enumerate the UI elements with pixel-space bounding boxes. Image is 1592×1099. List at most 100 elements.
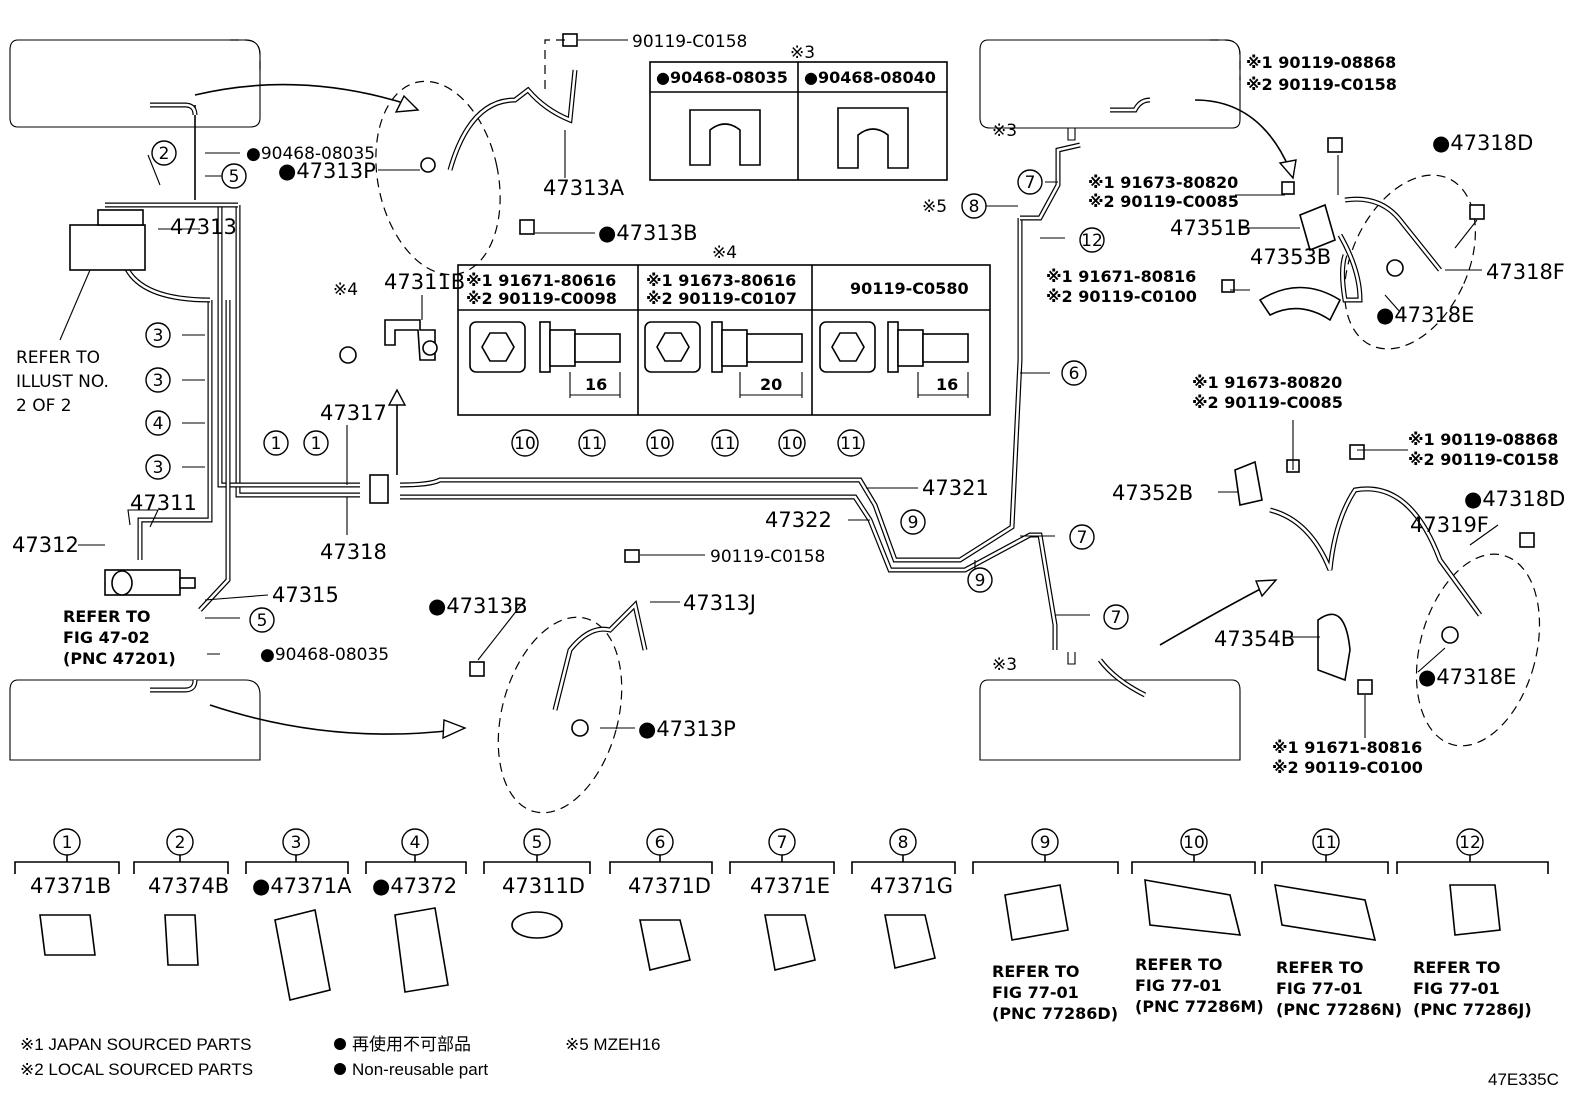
flex-hoses — [447, 69, 1483, 711]
clip-47371B-icon — [39, 914, 96, 956]
label-47354B: 47354B — [1214, 627, 1295, 651]
callout-10c: 10 — [781, 434, 803, 454]
mark-k3-top: ※3 — [992, 121, 1017, 141]
legend-10-ref3: (PNC 77286M) — [1135, 997, 1264, 1016]
legend-12-num: 12 — [1459, 833, 1481, 853]
legend-3: 3 ●47371A — [245, 828, 352, 1001]
callout-1b: 1 — [311, 434, 322, 454]
legend-2-part: 47374B — [148, 874, 229, 898]
legend-11-ref1: REFER TO — [1276, 958, 1364, 977]
table-k4: ※4 ※1 91671-80616 ※2 90119-C0098 ※1 9167… — [457, 243, 991, 416]
flow-arrows — [194, 83, 1297, 740]
legend-8-part: 47371G — [870, 874, 953, 898]
clip-77286J-icon — [1449, 884, 1501, 936]
label-47313B-bottom: ●47313B — [428, 594, 528, 618]
label-47318: 47318 — [320, 540, 387, 564]
legend-8-num: 8 — [898, 833, 909, 853]
part-labels: 90119-C0158 47313A ●47313B ●47313P ●9046… — [12, 32, 1565, 777]
legend-4: 4 ●47372 — [365, 828, 467, 993]
legend-7: 7 47371E — [729, 828, 835, 971]
label-47353B: 47353B — [1250, 245, 1331, 269]
label-47315: 47315 — [272, 583, 339, 607]
table-k4-len-1: 16 — [585, 375, 607, 394]
label-r1a: ※1 90119-08868 — [1246, 53, 1396, 72]
callout-11b: 11 — [714, 434, 736, 454]
legend-2-num: 2 — [175, 833, 186, 853]
label-r3b: ※2 90119-C0100 — [1046, 287, 1197, 306]
label-r6a: ※1 91671-80816 — [1272, 738, 1422, 757]
callout-circles: 2 5 3 3 4 3 1 1 5 10 11 10 11 10 11 7 8 … — [145, 140, 1129, 633]
refer-fig4702-1: REFER TO — [63, 607, 151, 626]
mark-k3-bottom: ※3 — [992, 655, 1017, 675]
legend-7-part: 47371E — [750, 874, 830, 898]
diagram-code: 47E335C — [1488, 1070, 1559, 1089]
legend-3-num: 3 — [291, 833, 302, 853]
callout-3b: 3 — [153, 371, 164, 391]
shim-08035-icon — [689, 109, 761, 166]
label-47352B: 47352B — [1112, 481, 1193, 505]
clip-77286N-icon — [1274, 884, 1377, 941]
label-47313P-top: ●47313P — [278, 159, 376, 183]
footnote-5: ※5 MZEH16 — [565, 1035, 661, 1054]
legend-11: 11 REFER TO FIG 77-01 (PNC 77286N) — [1261, 828, 1402, 1019]
label-47351B: 47351B — [1170, 216, 1251, 240]
table-k4-c2-l1: ※1 91673-80616 — [646, 271, 796, 290]
legend-4-num: 4 — [410, 833, 421, 853]
footnote-nonreusable-jp: 再使用不可部品 — [352, 1034, 471, 1054]
footnote-1: ※1 JAPAN SOURCED PARTS — [20, 1035, 252, 1054]
table-k4-len-2: 20 — [760, 375, 782, 394]
label-47318E-top: ●47318E — [1376, 303, 1474, 327]
legend-12-ref1: REFER TO — [1413, 958, 1501, 977]
legend-5-num: 5 — [532, 833, 543, 853]
label-47318D-top: ●47318D — [1432, 131, 1533, 155]
label-47319F: 47319F — [1410, 513, 1489, 537]
legend-1: 1 47371B — [14, 828, 120, 956]
label-90468-08035-bottom: ●90468-08035 — [260, 645, 389, 665]
legend-10-num: 10 — [1183, 833, 1205, 853]
callout-3c: 3 — [153, 458, 164, 478]
callout-5a: 5 — [229, 167, 240, 187]
legend-2: 2 47374B — [133, 828, 229, 966]
clip-77286D-icon — [1004, 884, 1069, 941]
legend-12: 12 REFER TO FIG 77-01 (PNC 77286J) — [1396, 828, 1549, 1019]
label-47318E-bottom: ●47318E — [1418, 665, 1516, 689]
legend-6: 6 47371D — [609, 828, 713, 971]
legend-3-part: ●47371A — [252, 874, 352, 898]
legend-10-ref1: REFER TO — [1135, 955, 1223, 974]
legend-11-ref2: FIG 77-01 — [1276, 979, 1363, 998]
callout-8: 8 — [969, 197, 980, 217]
table-k4-c2-l2: ※2 90119-C0107 — [646, 289, 797, 308]
legend-9-num: 9 — [1040, 833, 1051, 853]
label-90468-08035-top: ●90468-08035 — [246, 144, 375, 164]
hex-head-icon-1 — [481, 332, 515, 362]
callout-6: 6 — [1069, 364, 1080, 384]
callout-5b: 5 — [257, 611, 268, 631]
callout-7a: 7 — [1025, 173, 1036, 193]
legend-11-num: 11 — [1315, 833, 1337, 853]
label-r4b: ※2 90119-C0085 — [1192, 393, 1343, 412]
table-k4-c3-l1: 90119-C0580 — [850, 279, 969, 298]
grommet-47311D-icon — [511, 911, 563, 939]
legend-1-num: 1 — [62, 833, 73, 853]
legend-6-part: 47371D — [628, 874, 711, 898]
label-r3a: ※1 91671-80816 — [1046, 267, 1196, 286]
callout-1a: 1 — [271, 434, 282, 454]
detail-ellipses — [375, 80, 1541, 814]
footnotes: ※1 JAPAN SOURCED PARTS ※2 LOCAL SOURCED … — [20, 1034, 1559, 1089]
legend-12-ref3: (PNC 77286J) — [1413, 1000, 1532, 1019]
callout-12: 12 — [1081, 231, 1103, 251]
mark-k5: ※5 — [922, 197, 947, 217]
callout-9b: 9 — [975, 571, 986, 591]
legend-9-ref1: REFER TO — [992, 962, 1080, 981]
label-47313A: 47313A — [543, 176, 625, 200]
label-47318F: 47318F — [1486, 260, 1565, 284]
callout-9a: 9 — [908, 513, 919, 533]
label-47313: 47313 — [170, 215, 237, 239]
legend-1-part: 47371B — [30, 874, 111, 898]
bullet-icon — [334, 1038, 346, 1050]
label-47322: 47322 — [765, 508, 832, 532]
clip-47371A-icon — [274, 909, 331, 1001]
label-r4a: ※1 91673-80820 — [1192, 373, 1342, 392]
callout-4: 4 — [153, 414, 164, 434]
